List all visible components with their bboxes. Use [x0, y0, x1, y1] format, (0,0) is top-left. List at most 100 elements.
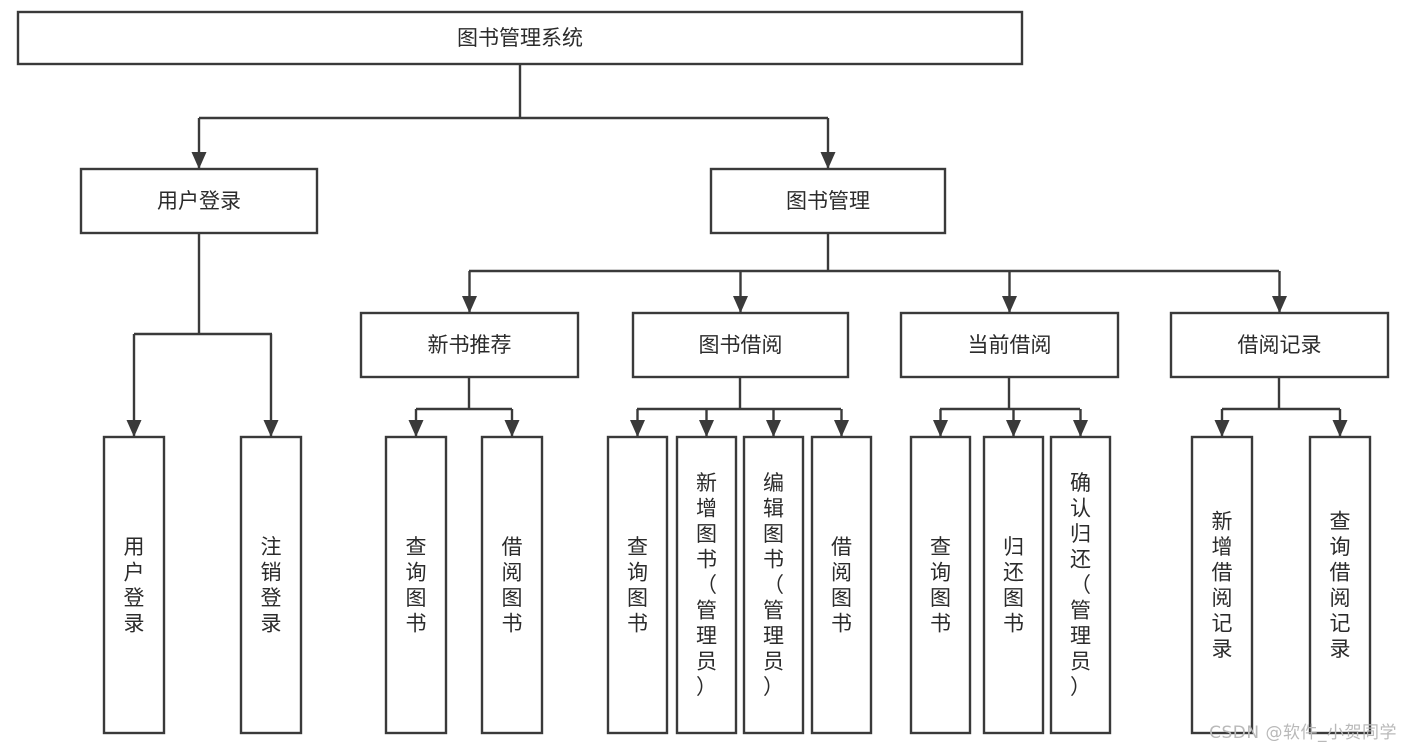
arrow-head [820, 152, 836, 169]
node-l2-user-login[interactable]: 用户登录 [79, 167, 319, 235]
node-label-char: 询 [627, 560, 648, 584]
node-label: 当前借阅 [968, 333, 1052, 357]
node-label-char: 管 [696, 599, 717, 623]
node-box[interactable] [359, 311, 580, 379]
node-label-char: 借 [1330, 560, 1351, 584]
node-label-char: 记 [1330, 611, 1351, 635]
node-label-char: 归 [1003, 535, 1024, 559]
node-label-char: 认 [1070, 497, 1091, 521]
arrow-head [733, 296, 748, 313]
arrow-head [126, 420, 142, 437]
node-label-char: 还 [1070, 548, 1091, 572]
arrow-head [699, 420, 714, 437]
node-box[interactable] [79, 167, 319, 235]
node-label-char: 借 [831, 535, 852, 559]
node-label-char: 录 [261, 611, 282, 635]
node-box[interactable] [239, 435, 303, 735]
node-l3-borrow[interactable]: 图书借阅 [631, 311, 850, 379]
node-box[interactable] [675, 435, 738, 735]
node-label-char: 编 [763, 471, 784, 495]
node-label-char: 新 [696, 471, 717, 495]
node-label-char: 增 [1212, 535, 1233, 559]
node-label-char: 销 [261, 560, 282, 584]
node-l3-new-book[interactable]: 新书推荐 [359, 311, 580, 379]
node-label-char: 图 [696, 522, 717, 546]
node-box[interactable] [384, 435, 448, 735]
node-label-char: 还 [1003, 560, 1024, 584]
node-label-char: 查 [627, 535, 648, 559]
node-box[interactable] [909, 435, 972, 735]
node-label-char: 录 [124, 611, 145, 635]
node-box[interactable] [606, 435, 669, 735]
node-label-char: 图 [763, 522, 784, 546]
node-label-char: 阅 [1330, 586, 1351, 610]
node-box[interactable] [1308, 435, 1372, 735]
node-label-char: 用 [124, 535, 145, 559]
node-box[interactable] [1049, 435, 1112, 735]
node-label-char: 查 [406, 535, 427, 559]
connector-user-login-bar [126, 233, 279, 437]
node-label: 图书管理 [786, 189, 870, 213]
arrow-head [766, 420, 781, 437]
node-label-char: 借 [502, 535, 523, 559]
node-label-char: 书 [627, 611, 648, 635]
node-root[interactable]: 图书管理系统 [16, 10, 1024, 66]
node-label: 新书推荐 [428, 333, 512, 357]
node-label-char: 询 [406, 560, 427, 584]
node-label-char: 书 [763, 548, 784, 572]
node-label-char: 注 [261, 535, 282, 559]
node-label-char: 阅 [1212, 586, 1233, 610]
node-box[interactable] [899, 311, 1120, 379]
node-label-char: 书 [502, 611, 523, 635]
arrow-head [1006, 420, 1021, 437]
node-label-char: （ [763, 573, 784, 597]
node-label-char: 管 [763, 599, 784, 623]
edges-layer [126, 64, 1348, 437]
node-label-char: 询 [930, 560, 951, 584]
node-box[interactable] [1190, 435, 1254, 735]
node-label-char: 书 [696, 548, 717, 572]
node-box[interactable] [16, 10, 1024, 66]
arrow-head [630, 420, 645, 437]
arrow-head [1214, 420, 1230, 437]
node-l2-book-mgmt[interactable]: 图书管理 [709, 167, 947, 235]
node-box[interactable] [810, 435, 873, 735]
node-box[interactable] [742, 435, 805, 735]
arrow-head [1002, 296, 1017, 313]
node-box[interactable] [102, 435, 166, 735]
arrow-head [1332, 420, 1348, 437]
node-box[interactable] [480, 435, 544, 735]
node-box[interactable] [631, 311, 850, 379]
node-box[interactable] [709, 167, 947, 235]
node-label-char: 理 [1070, 624, 1091, 648]
connector-current-bar [933, 377, 1088, 437]
node-label-char: ） [763, 675, 784, 699]
connector-new-book-bar [408, 377, 520, 437]
node-label-char: 理 [696, 624, 717, 648]
node-label-char: 记 [1212, 611, 1233, 635]
arrow-head [462, 296, 477, 313]
node-label-char: 登 [261, 586, 282, 610]
connector-borrow-bar [630, 377, 849, 437]
node-box[interactable] [982, 435, 1045, 735]
node-leaf-user-login[interactable]: 用户登录 [102, 435, 166, 735]
arrow-head [1073, 420, 1088, 437]
node-label-char: 录 [1212, 637, 1233, 661]
arrow-head [191, 152, 207, 169]
node-l3-record[interactable]: 借阅记录 [1169, 311, 1390, 379]
node-box[interactable] [1169, 311, 1390, 379]
node-l3-current[interactable]: 当前借阅 [899, 311, 1120, 379]
